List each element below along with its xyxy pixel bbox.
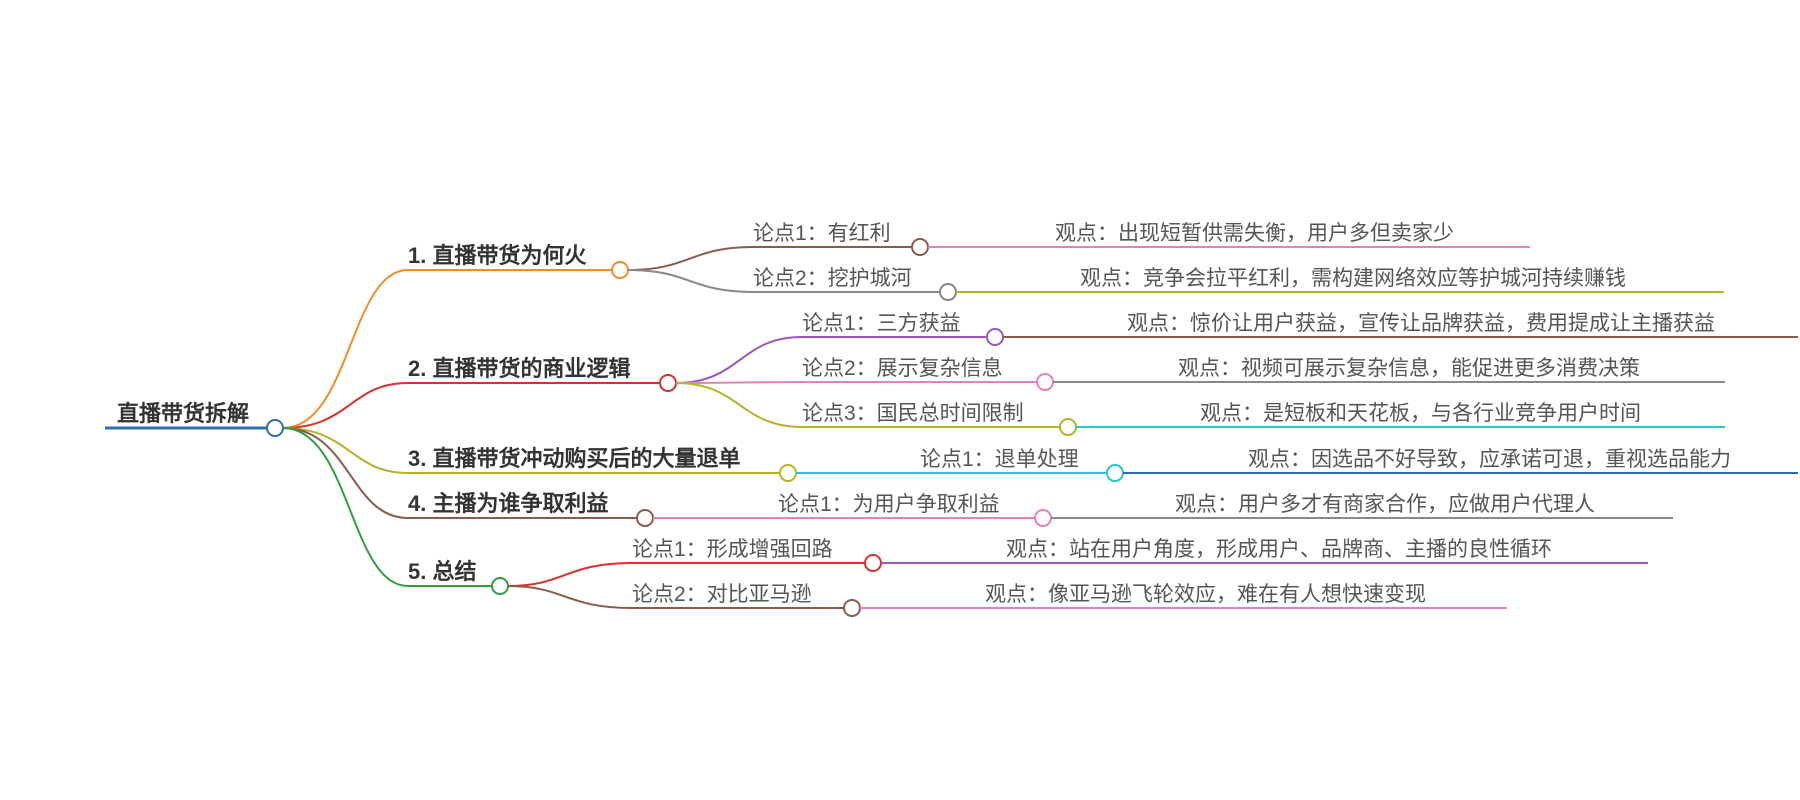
point-detail: 观点：视频可展示复杂信息，能促进更多消费决策 bbox=[1178, 357, 1640, 380]
point-detail: 观点：站在用户角度，形成用户、品牌商、主播的良性循环 bbox=[1006, 538, 1552, 561]
point-detail: 观点：出现短暂供需失衡，用户多但卖家少 bbox=[1055, 222, 1454, 245]
root-node[interactable]: 直播带货拆解 bbox=[105, 401, 284, 437]
point-label: 论点1：形成增强回路 bbox=[632, 538, 833, 561]
branch-3-circle[interactable] bbox=[779, 464, 797, 482]
point-label: 论点1：三方获益 bbox=[802, 312, 961, 335]
point-detail: 观点：是短板和天花板，与各行业竞争用户时间 bbox=[1200, 402, 1641, 425]
branch-2-point-3[interactable]: 论点3：国民总时间限制 观点：是短板和天花板，与各行业竞争用户时间 bbox=[802, 402, 1725, 436]
point-detail: 观点：竞争会拉平红利，需构建网络效应等护城河持续赚钱 bbox=[1080, 267, 1626, 290]
point-label: 论点1：退单处理 bbox=[920, 448, 1079, 471]
branch-1-circle[interactable] bbox=[611, 261, 629, 279]
branch-1-point-1[interactable]: 论点1：有红利 观点：出现短暂供需失衡，用户多但卖家少 bbox=[753, 222, 1530, 256]
branch-5-circle[interactable] bbox=[491, 577, 509, 595]
branch-5-point-2[interactable]: 论点2：对比亚马逊 观点：像亚马逊飞轮效应，难在有人想快速变现 bbox=[632, 583, 1507, 617]
branch-1-point-2[interactable]: 论点2：挖护城河 观点：竞争会拉平红利，需构建网络效应等护城河持续赚钱 bbox=[753, 267, 1724, 301]
branch-2[interactable]: 2. 直播带货的商业逻辑 论点1：三方获益 观点：惊价让用户获益，宣传让品牌获益… bbox=[408, 312, 1798, 436]
point-circle[interactable] bbox=[911, 238, 929, 256]
point-circle[interactable] bbox=[1034, 509, 1052, 527]
point-circle[interactable] bbox=[1106, 464, 1124, 482]
point-label: 论点2：展示复杂信息 bbox=[802, 357, 1003, 380]
point-circle[interactable] bbox=[1036, 373, 1054, 391]
branch-4[interactable]: 4. 主播为谁争取利益 论点1：为用户争取利益 观点：用户多才有商家合作，应做用… bbox=[408, 491, 1673, 527]
point-detail: 观点：惊价让用户获益，宣传让品牌获益，费用提成让主播获益 bbox=[1127, 312, 1715, 335]
point-circle[interactable] bbox=[864, 554, 882, 572]
point-circle[interactable] bbox=[843, 599, 861, 617]
branch-2-circle[interactable] bbox=[659, 374, 677, 392]
branch-2-point-2[interactable]: 论点2：展示复杂信息 观点：视频可展示复杂信息，能促进更多消费决策 bbox=[802, 357, 1725, 391]
branch-3-point-1[interactable]: 论点1：退单处理 观点：因选品不好导致，应承诺可退，重视选品能力 bbox=[920, 448, 1798, 482]
branch-3-label: 3. 直播带货冲动购买后的大量退单 bbox=[408, 446, 740, 471]
point-label: 论点1：为用户争取利益 bbox=[778, 493, 1000, 516]
branch-5-label: 5. 总结 bbox=[408, 559, 476, 584]
point-circle[interactable] bbox=[986, 328, 1004, 346]
branch-5-point-1[interactable]: 论点1：形成增强回路 观点：站在用户角度，形成用户、品牌商、主播的良性循环 bbox=[632, 538, 1648, 572]
point-label: 论点2：对比亚马逊 bbox=[632, 583, 812, 606]
branch-4-label: 4. 主播为谁争取利益 bbox=[408, 491, 608, 516]
root-label: 直播带货拆解 bbox=[117, 401, 249, 426]
root-connectors bbox=[282, 269, 409, 587]
branch-4-circle[interactable] bbox=[636, 509, 654, 527]
branch-1-label: 1. 直播带货为何火 bbox=[408, 243, 586, 268]
branch-2-label: 2. 直播带货的商业逻辑 bbox=[408, 356, 630, 381]
point-detail: 观点：用户多才有商家合作，应做用户代理人 bbox=[1175, 493, 1595, 516]
root-node-circle[interactable] bbox=[266, 419, 284, 437]
branch-1[interactable]: 1. 直播带货为何火 论点1：有红利 观点：出现短暂供需失衡，用户多但卖家少 论… bbox=[408, 222, 1724, 301]
point-label: 论点1：有红利 bbox=[753, 222, 891, 245]
point-label: 论点2：挖护城河 bbox=[753, 267, 912, 290]
branch-4-point-1[interactable]: 论点1：为用户争取利益 观点：用户多才有商家合作，应做用户代理人 bbox=[778, 493, 1673, 527]
point-circle[interactable] bbox=[1059, 418, 1077, 436]
point-label: 论点3：国民总时间限制 bbox=[802, 402, 1024, 425]
point-circle[interactable] bbox=[939, 283, 957, 301]
point-detail: 观点：因选品不好导致，应承诺可退，重视选品能力 bbox=[1248, 448, 1731, 471]
branch-5[interactable]: 5. 总结 论点1：形成增强回路 观点：站在用户角度，形成用户、品牌商、主播的良… bbox=[408, 538, 1648, 617]
branch-3[interactable]: 3. 直播带货冲动购买后的大量退单 论点1：退单处理 观点：因选品不好导致，应承… bbox=[408, 446, 1798, 482]
point-detail: 观点：像亚马逊飞轮效应，难在有人想快速变现 bbox=[985, 583, 1426, 606]
branch-2-point-1[interactable]: 论点1：三方获益 观点：惊价让用户获益，宣传让品牌获益，费用提成让主播获益 bbox=[802, 312, 1798, 346]
